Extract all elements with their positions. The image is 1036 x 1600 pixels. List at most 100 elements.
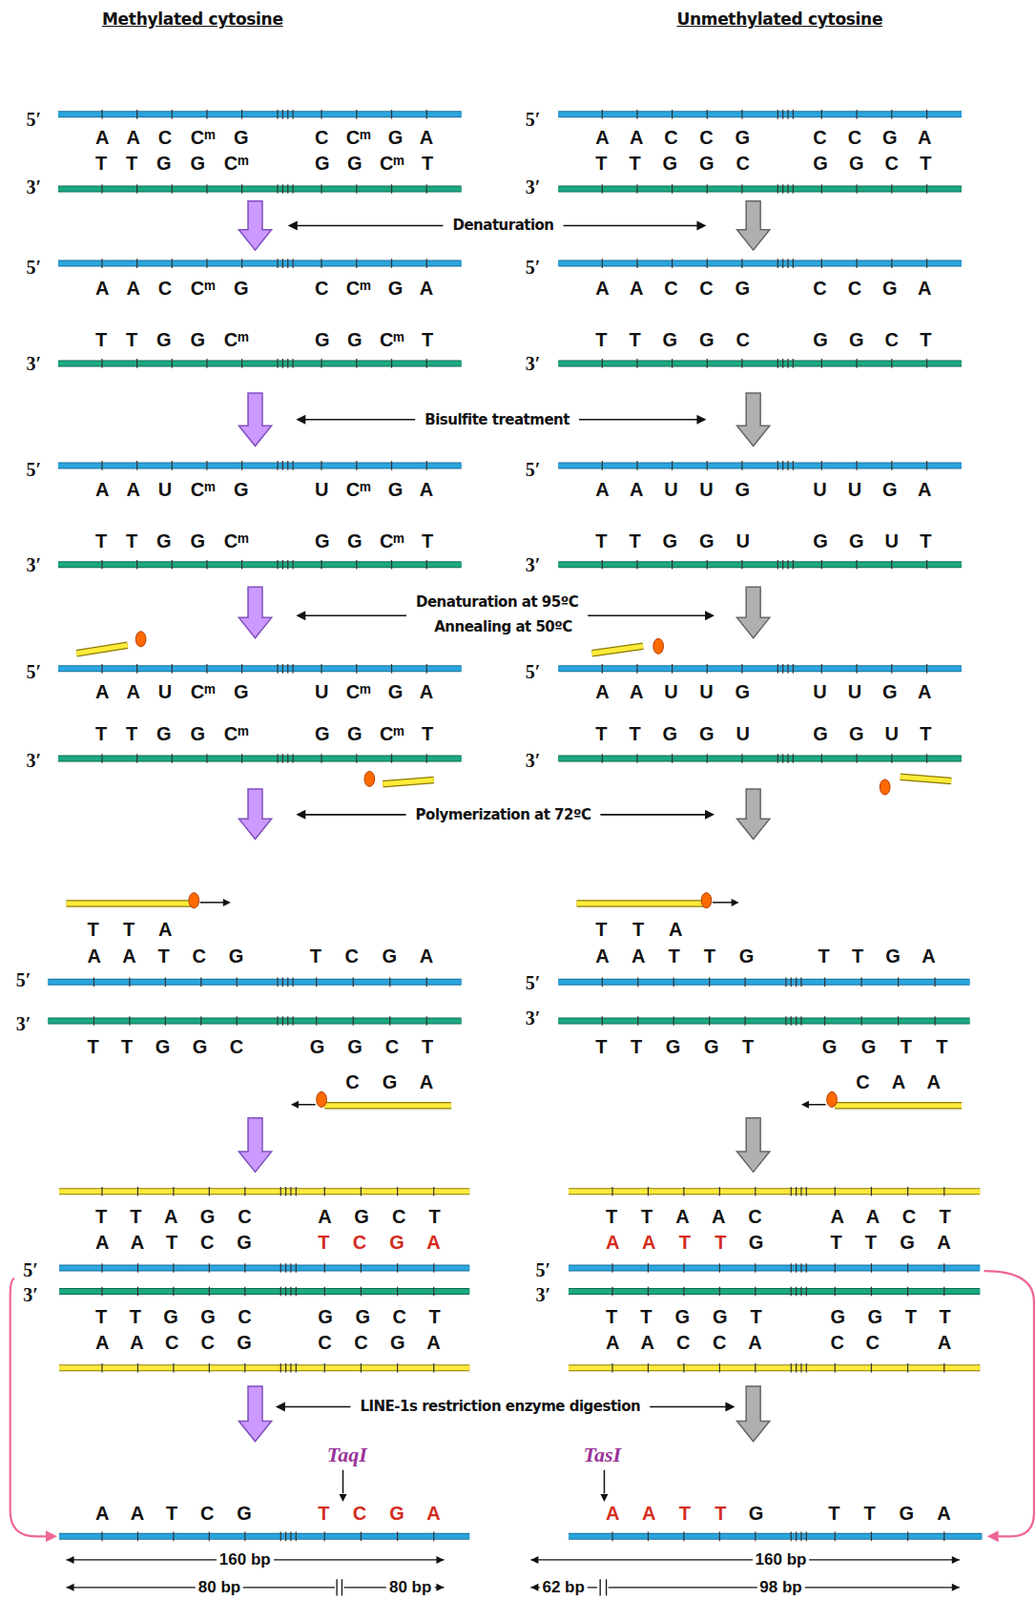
strand-hatch xyxy=(795,1186,797,1197)
dna-strand-outline xyxy=(558,755,962,763)
primer xyxy=(577,900,705,906)
step-pointer xyxy=(295,225,444,228)
strand-tick xyxy=(870,1532,872,1542)
strand-tick xyxy=(101,109,103,120)
strand-tick xyxy=(236,1015,238,1026)
arrow-head xyxy=(731,898,740,907)
strand-tick xyxy=(647,1263,649,1273)
strand-tick xyxy=(426,109,428,120)
strand-hatch xyxy=(287,258,289,269)
strand-hatch xyxy=(792,109,794,120)
strand-tick xyxy=(706,109,708,120)
base-sequence: A A T C G xyxy=(95,1231,252,1253)
strand-end-label: 5′ xyxy=(25,458,42,480)
strand-tick xyxy=(171,559,173,570)
strand-tick xyxy=(137,1286,139,1297)
dna-strand xyxy=(58,261,462,267)
strand-tick xyxy=(360,1532,362,1542)
strand-hatch xyxy=(276,184,278,194)
strand-hatch xyxy=(792,184,794,194)
step-label: Bisulfite treatment xyxy=(424,412,570,429)
cut-arrow xyxy=(342,1470,345,1494)
dna-strand xyxy=(58,360,462,366)
strand-tick xyxy=(860,1015,862,1026)
arrow-head xyxy=(288,220,298,230)
strand-tick xyxy=(637,977,639,988)
strand-hatch xyxy=(787,358,788,369)
strand-tick xyxy=(136,358,138,369)
strand-tick xyxy=(391,559,393,570)
strand-tick xyxy=(136,753,138,764)
strand-tick xyxy=(101,1363,103,1373)
base-sequence: C Cᵐ G A xyxy=(314,277,434,299)
dna-strand-outline xyxy=(58,260,462,268)
strand-end-label: 5′ xyxy=(25,256,42,278)
strand-tick xyxy=(821,663,823,674)
strand-hatch xyxy=(287,109,289,120)
strand-tick xyxy=(926,358,928,369)
dna-strand xyxy=(568,1533,982,1539)
arrow-head xyxy=(223,898,231,907)
strand-tick xyxy=(391,184,393,194)
strand-tick xyxy=(355,358,357,369)
dna-strand xyxy=(558,111,962,117)
strand-hatch xyxy=(785,977,787,988)
strand-hatch xyxy=(291,753,293,764)
base-sequence: T T G G Cᵐ xyxy=(95,329,249,351)
strand-tick xyxy=(433,1532,435,1542)
strand-hatch xyxy=(787,460,788,471)
fragment-size: 80 bp xyxy=(386,1578,435,1597)
strand-tick xyxy=(171,753,173,764)
strand-tick xyxy=(890,753,892,764)
dna-strand xyxy=(568,1188,980,1194)
strand-tick xyxy=(601,109,603,120)
strand-tick xyxy=(647,1186,649,1197)
strand-hatch xyxy=(787,753,788,764)
strand-tick xyxy=(719,1532,721,1542)
base-sequence: G G U T xyxy=(812,723,932,745)
process-arrow xyxy=(737,788,770,839)
arrow-head xyxy=(801,1100,809,1109)
strand-tick xyxy=(611,1286,613,1297)
step-pointer xyxy=(283,1406,352,1409)
fragment-size: 160 bp xyxy=(752,1551,810,1570)
strand-tick xyxy=(241,460,243,471)
strand-tick xyxy=(926,753,928,764)
strand-tick xyxy=(671,184,673,194)
strand-hatch xyxy=(795,1286,797,1297)
dna-strand xyxy=(58,462,462,468)
strand-tick xyxy=(834,1286,836,1297)
strand-tick xyxy=(706,460,708,471)
strand-tick xyxy=(741,663,743,674)
strand-hatch xyxy=(276,109,278,120)
dna-strand-outline xyxy=(558,1017,970,1025)
strand-tick xyxy=(683,1532,684,1542)
strand-tick xyxy=(834,1363,836,1373)
strand-tick xyxy=(352,1015,354,1026)
strand-hatch xyxy=(282,109,284,120)
base-sequence: A A C T xyxy=(829,1205,951,1227)
strand-tick xyxy=(206,753,208,764)
primer xyxy=(66,900,195,906)
strand-hatch xyxy=(280,1263,282,1273)
strand-tick xyxy=(137,1532,139,1542)
strand-tick xyxy=(897,1015,899,1026)
dna-strand xyxy=(59,1533,470,1539)
strand-end-label: 3′ xyxy=(525,554,541,576)
strand-end-label: 3′ xyxy=(16,1013,32,1035)
base-sequence: T C G A xyxy=(310,945,435,967)
strand-hatch xyxy=(282,184,284,194)
base-sequence: G xyxy=(748,1231,765,1253)
strand-end-label: 3′ xyxy=(525,749,541,771)
dna-strand xyxy=(568,1365,980,1370)
strand-tick xyxy=(165,1015,166,1026)
strand-hatch xyxy=(795,1015,797,1026)
strand-hatch xyxy=(287,358,289,369)
strand-tick xyxy=(683,1363,684,1373)
strand-tick xyxy=(855,663,857,674)
strand-tick xyxy=(744,1015,746,1026)
strand-tick xyxy=(601,1015,603,1026)
strand-hatch xyxy=(800,1363,802,1373)
strand-tick xyxy=(206,109,208,120)
strand-tick xyxy=(719,1186,721,1197)
